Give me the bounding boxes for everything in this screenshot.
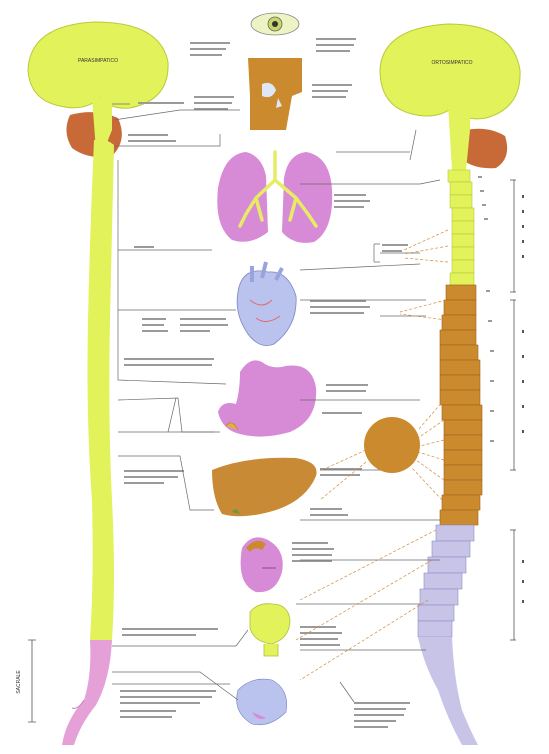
sacral-segments	[418, 525, 474, 637]
liver-icon	[212, 458, 317, 517]
heart-icon	[237, 262, 296, 346]
bladder-icon	[250, 604, 290, 656]
right-brainstem	[448, 104, 470, 170]
right-brackets	[510, 180, 516, 640]
left-sacral-label: SACRALE	[16, 670, 22, 694]
lumbar-segments	[440, 285, 482, 525]
left-sacral-cord	[62, 640, 112, 745]
left-brain	[28, 22, 168, 108]
left-brain-group: PARASIMPATICO	[28, 22, 168, 745]
kidney-icon	[241, 537, 283, 592]
salivary-gland-icon	[248, 58, 302, 130]
stomach-icon	[218, 360, 316, 436]
left-bracket: SACRALE	[16, 640, 36, 722]
thoracic-segments	[448, 170, 474, 285]
right-cord-tail	[418, 637, 478, 745]
reproductive-organs-icon	[237, 679, 287, 725]
eye-icon	[251, 13, 299, 35]
left-brain-label: PARASIMPATICO	[78, 58, 118, 64]
lungs-icon	[217, 152, 332, 243]
right-brain-group: ORTOSIMPATICO	[380, 24, 524, 745]
left-spinal-cord	[88, 140, 115, 640]
celiac-ganglion-icon	[364, 417, 420, 473]
right-brain-label: ORTOSIMPATICO	[431, 60, 472, 66]
right-bracket-ticks	[522, 195, 524, 603]
